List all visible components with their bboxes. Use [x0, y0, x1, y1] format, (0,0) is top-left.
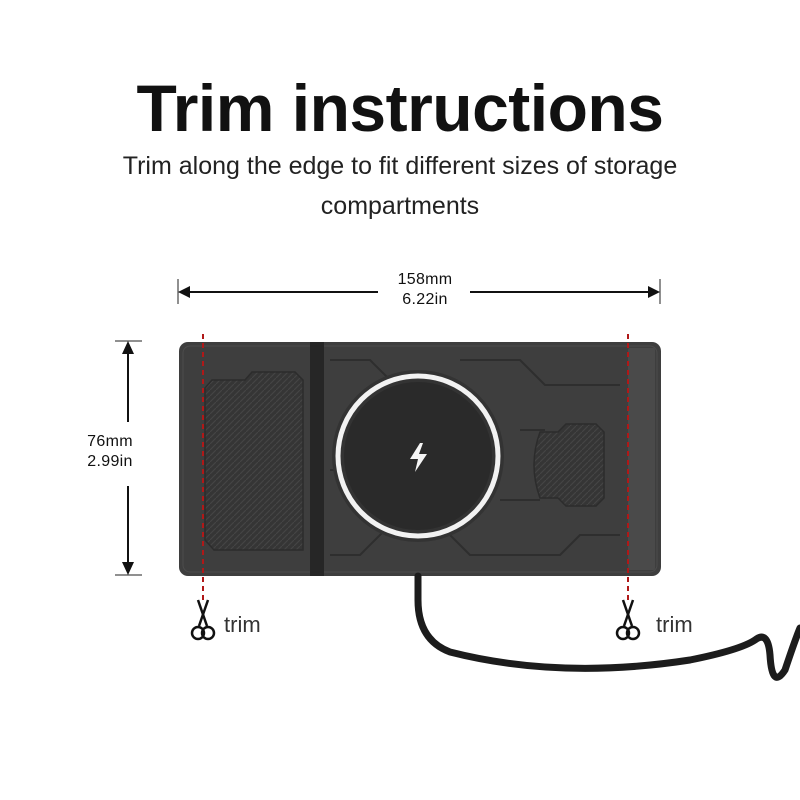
- height-label: 76mm 2.99in: [80, 432, 140, 472]
- page-title: Trim instructions: [136, 71, 664, 145]
- charging-mat: [179, 342, 661, 576]
- charging-bolt-icon: [410, 443, 427, 472]
- scissors-icon: [190, 599, 216, 641]
- trim-label-left: trim: [224, 612, 261, 637]
- trim-label-right: trim: [656, 612, 693, 637]
- height-dimension-line: [115, 340, 142, 576]
- width-label: 158mm 6.22in: [370, 270, 480, 310]
- scissors-icon: [615, 599, 641, 641]
- width-dimension-line: [177, 279, 661, 304]
- width-mm: 158mm: [397, 271, 453, 288]
- height-mm: 76mm: [87, 433, 133, 450]
- charging-cable: [414, 572, 800, 681]
- page-subtitle: Trim along the edge to fit different siz…: [122, 152, 678, 220]
- width-in: 6.22in: [402, 291, 448, 308]
- height-in: 2.99in: [87, 453, 133, 470]
